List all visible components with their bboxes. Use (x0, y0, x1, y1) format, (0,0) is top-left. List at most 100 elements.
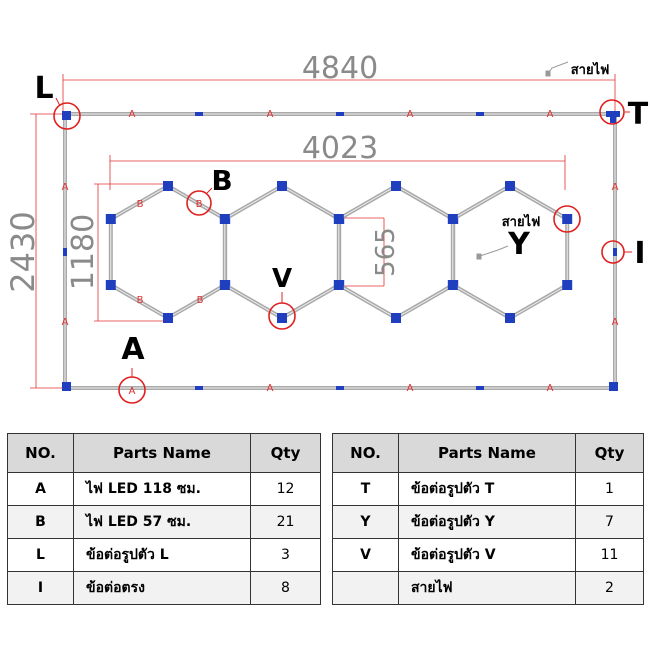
tag-b-highlighted: B (196, 199, 203, 210)
part-qty: 21 (250, 505, 321, 539)
table-row: Y ข้อต่อรูปตัว Y 7 (332, 505, 644, 539)
segment-tags-b: B B B (137, 199, 204, 306)
tag-a: A (407, 109, 414, 120)
part-qty: 1 (575, 472, 644, 506)
tag-b: B (137, 295, 144, 306)
table-row: A ไฟ LED 118 ซม. 12 (7, 472, 321, 506)
tag-a: A (129, 109, 136, 120)
part-qty: 12 (250, 472, 321, 506)
connector-joint (219, 280, 230, 290)
connector-joint (391, 313, 401, 323)
part-no (332, 571, 399, 605)
connector-joint (277, 313, 287, 323)
part-name: สายไฟ (398, 571, 576, 605)
part-name: ข้อต่อรูปตัว V (398, 538, 576, 572)
segment-tags-a: A A A A A A A A A A A (62, 109, 619, 394)
parts-table-left: NO. Parts Name Qty A ไฟ LED 118 ซม. 12 B… (7, 433, 321, 605)
connector-joint (163, 181, 173, 191)
callout-t: T (628, 97, 649, 132)
wire-icon-y (476, 245, 509, 260)
part-qty: 3 (250, 538, 321, 572)
part-no: Y (332, 505, 399, 539)
part-no: I (7, 571, 74, 605)
part-qty: 7 (575, 505, 644, 539)
tag-a: A (267, 383, 274, 394)
tag-a: A (267, 109, 274, 120)
part-name: ข้อต่อรูปตัว L (73, 538, 251, 572)
connector-joint (105, 280, 116, 290)
part-no: L (7, 538, 74, 572)
dimension-inner-height: 1180 (66, 214, 101, 290)
part-qty: 2 (575, 571, 644, 605)
part-name: ข้อต่อตรง (73, 571, 251, 605)
part-no: A (7, 472, 74, 506)
hexagon-1 (108, 183, 228, 321)
dimension-lines (30, 74, 616, 389)
header-qty: Qty (575, 433, 644, 473)
tag-a: A (612, 182, 619, 193)
table-row: สายไฟ 2 (332, 571, 644, 605)
connector-joint (505, 313, 515, 323)
header-parts-name: Parts Name (73, 433, 251, 473)
callout-y: Y (507, 227, 531, 262)
dimension-width: 4840 (302, 51, 378, 86)
header-no: NO. (332, 433, 399, 473)
callout-a: A (121, 332, 145, 367)
tag-a-highlighted: A (129, 386, 136, 397)
header-qty: Qty (250, 433, 321, 473)
wire-label-y: สายไฟ (502, 213, 541, 230)
tag-a: A (62, 317, 69, 328)
frame-connectors (62, 111, 620, 391)
connector-joint (163, 313, 173, 323)
connector-joint (505, 181, 515, 191)
callout-l: L (34, 71, 53, 106)
tag-a: A (407, 383, 414, 394)
tag-a: A (612, 317, 619, 328)
part-no: B (7, 505, 74, 539)
connector-joint (391, 181, 401, 191)
leader-lines (55, 97, 632, 377)
tag-b: B (137, 199, 144, 210)
tag-b: B (197, 295, 204, 306)
parts-table-right: NO. Parts Name Qty T ข้อต่อรูปตัว T 1 Y … (332, 433, 644, 605)
tag-a: A (547, 383, 554, 394)
table-row: L ข้อต่อรูปตัว L 3 (7, 538, 321, 572)
part-no: V (332, 538, 399, 572)
part-name: ข้อต่อรูปตัว T (398, 472, 576, 506)
table-row: V ข้อต่อรูปตัว V 11 (332, 538, 644, 572)
callout-v: V (272, 264, 292, 294)
tag-a: A (547, 109, 554, 120)
part-name: ข้อต่อรูปตัว Y (398, 505, 576, 539)
callout-i: I (634, 236, 645, 271)
dimension-height: 2430 (4, 211, 42, 292)
hexagon-frames (105, 181, 573, 323)
hex-light-diagram: 4840 4023 2430 1180 565 A A A A A A A A … (4, 51, 649, 404)
part-name: ไฟ LED 118 ซม. (73, 472, 251, 506)
table-row: T ข้อต่อรูปตัว T 1 (332, 472, 644, 506)
table-row: I ข้อต่อตรง 8 (7, 571, 321, 605)
connector-joint (105, 214, 116, 224)
connector-joint (277, 181, 287, 191)
connector-joint (447, 214, 458, 224)
connector-joint (447, 280, 458, 290)
part-qty: 11 (575, 538, 644, 572)
wire-label-top: สายไฟ (571, 61, 610, 78)
connector-joint (333, 214, 344, 224)
connector-joint (219, 214, 230, 224)
wire-icon-top (545, 61, 569, 77)
part-no: T (332, 472, 399, 506)
header-parts-name: Parts Name (398, 433, 576, 473)
connector-joint (333, 280, 344, 290)
highlight-circles (53, 99, 625, 404)
dimension-inner-width: 4023 (302, 131, 378, 166)
table-row: B ไฟ LED 57 ซม. 21 (7, 505, 321, 539)
connector-joint (562, 280, 573, 290)
part-qty: 8 (250, 571, 321, 605)
connector-joint (562, 214, 573, 224)
tag-a: A (62, 182, 69, 193)
hexagon-inner-line (110, 185, 226, 319)
header-no: NO. (7, 433, 74, 473)
callout-b: B (211, 164, 232, 197)
part-name: ไฟ LED 57 ซม. (73, 505, 251, 539)
dimension-spacing: 565 (371, 227, 401, 277)
